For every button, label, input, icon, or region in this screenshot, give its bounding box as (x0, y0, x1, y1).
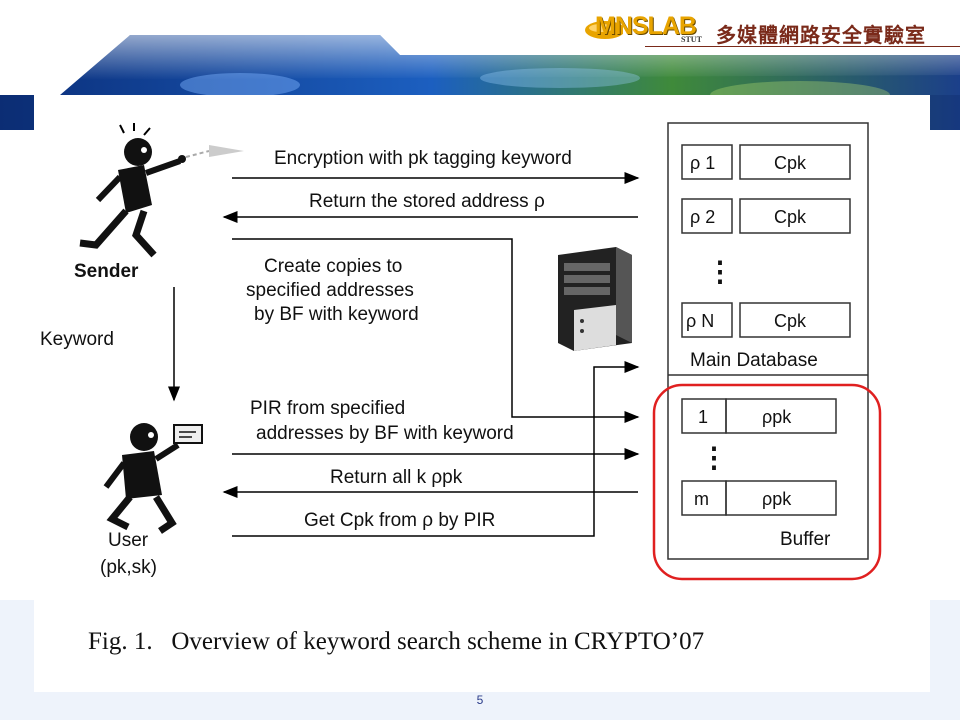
buffer-row-key: m (694, 489, 709, 509)
buffer-row-key: 1 (698, 407, 708, 427)
db-row-value: Cpk (774, 207, 807, 227)
logo-text: MNSLAB (595, 12, 697, 40)
db-row-value: Cpk (774, 311, 807, 331)
msg-return-all: Return all k ρpk (330, 467, 463, 488)
arrow-copies (232, 238, 640, 423)
msg-pir-line2: addresses by BF with keyword (256, 423, 514, 444)
arrow-get-cpk (232, 361, 640, 537)
msg-encrypt: Encryption with pk tagging keyword (274, 148, 572, 169)
server-icon (558, 247, 632, 351)
buffer-row-value: ρpk (762, 407, 792, 427)
db-ellipsis: ⋮ (706, 256, 734, 287)
msg-return-address: Return the stored address ρ (309, 191, 545, 212)
page-number: 5 (476, 693, 484, 707)
db-row: ρ 1 Cpk (681, 144, 851, 180)
database-column (667, 122, 869, 560)
db-row-value: Cpk (774, 153, 807, 173)
user-label: User (108, 530, 149, 551)
logo-subtext: STUT (681, 35, 702, 44)
buffer-label: Buffer (780, 529, 831, 550)
keyword-label: Keyword (40, 329, 114, 350)
logo-arrow-icon (585, 21, 623, 39)
db-row: ρ 2 Cpk (681, 198, 851, 234)
buffer-ellipsis: ⋮ (700, 442, 728, 473)
logo-underline (645, 46, 960, 47)
msg-copies-line2: specified addresses (246, 280, 414, 301)
sender-label: Sender (74, 261, 139, 282)
buffer-row: 1 ρpk (681, 398, 837, 434)
logo: MNSLAB STUT 多媒體網路安全實驗室 (583, 10, 960, 50)
sender-figure-icon (79, 123, 244, 258)
msg-get-cpk: Get Cpk from ρ by PIR (304, 510, 495, 531)
buffer-highlight (652, 383, 882, 581)
db-row-key: ρ 1 (690, 153, 715, 173)
lab-name: 多媒體網路安全實驗室 (716, 23, 926, 47)
db-row: ρ N Cpk (681, 302, 851, 338)
db-row-key: ρ N (686, 311, 714, 331)
buffer-row-value: ρpk (762, 489, 792, 509)
figure-panel: Sender Keyword User (pk,sk) Encryption w… (34, 95, 930, 692)
msg-pir-line1: PIR from specified (250, 398, 405, 419)
user-figure-icon (103, 423, 203, 534)
figure-caption: Fig. 1. Overview of keyword search schem… (88, 628, 704, 655)
db-row-key: ρ 2 (690, 207, 715, 227)
user-keys-label: (pk,sk) (100, 557, 157, 578)
msg-copies-line3: by BF with keyword (254, 304, 419, 325)
scheme-diagram: Sender Keyword User (pk,sk) Encryption w… (40, 122, 882, 655)
main-database-label: Main Database (690, 350, 818, 371)
msg-copies-line1: Create copies to (264, 256, 402, 277)
buffer-row: m ρpk (681, 480, 837, 516)
